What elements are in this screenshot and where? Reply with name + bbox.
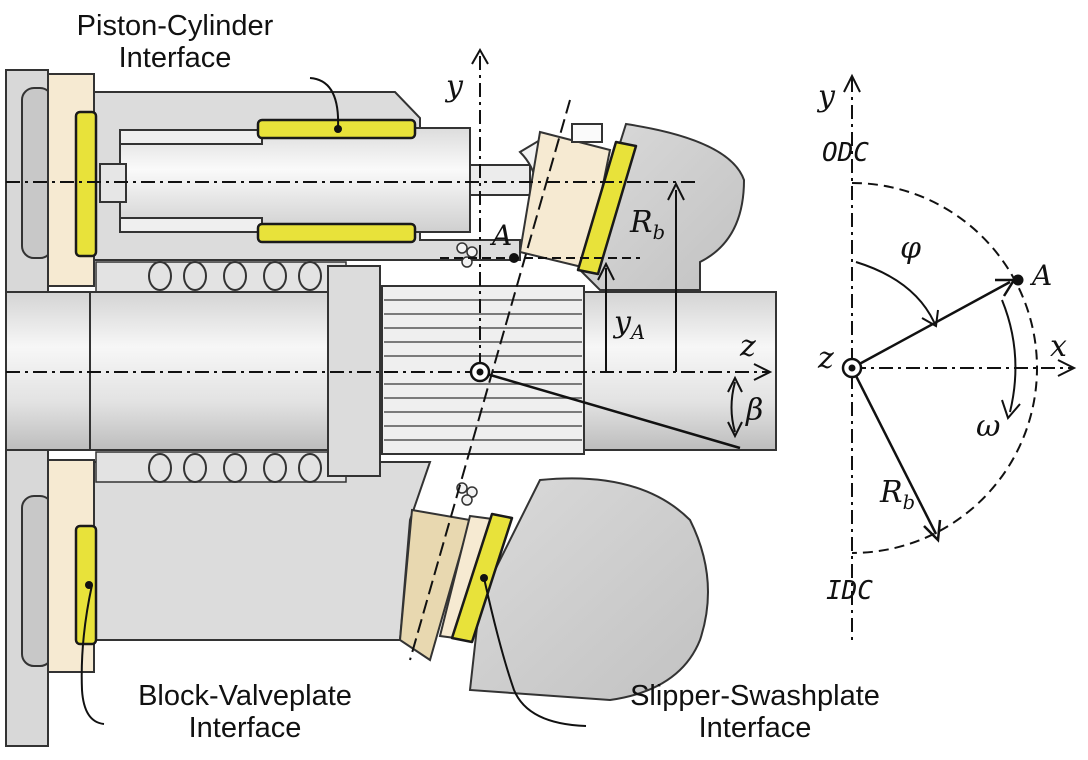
leader-dots — [85, 125, 488, 589]
rb-right-label: Rb — [880, 478, 915, 513]
omega-arc — [1001, 299, 1017, 413]
odc-label: ODC — [822, 138, 869, 168]
omega-arc-arrow — [1001, 399, 1021, 420]
spring-housing-lower — [95, 451, 347, 483]
piston-cylinder-interface-bottom — [256, 222, 417, 244]
vector-rb — [850, 367, 938, 535]
piston-cylinder-label-line1: Piston-Cylinder — [76, 10, 274, 42]
spline-teeth — [384, 299, 582, 441]
spring-housing-upper — [95, 261, 347, 293]
z-axis-arrow — [753, 363, 773, 381]
piston-cylinder-label: Piston-Cylinder Interface — [40, 10, 310, 74]
ya-symbol: y — [614, 305, 631, 340]
beta-arc — [730, 381, 736, 433]
slipper-swashplate-label: Slipper-Swashplate Interface — [590, 680, 920, 744]
beta-arc-top-arrow — [727, 375, 743, 393]
piston-cylinder-leader — [309, 77, 340, 129]
swash-axis — [409, 99, 571, 661]
leader-lines — [80, 77, 587, 727]
phi-label: φ — [900, 231, 922, 266]
rb-left-subscript: b — [652, 221, 666, 244]
axis-origin-left-dot — [476, 368, 484, 376]
rb-left-label: Rb — [630, 208, 665, 243]
y-axis-left-arrow — [471, 47, 489, 65]
vector-rb-arrow — [923, 519, 942, 543]
z-axis-right-label: z — [818, 341, 834, 376]
slipper-swashplate-label-line2: Interface — [698, 712, 812, 744]
ya-dimension-arrow — [597, 261, 615, 281]
slipper-swashplate-leader — [483, 577, 587, 727]
z-axis-label: z — [740, 329, 756, 364]
block-valveplate-leader — [80, 584, 105, 725]
point-a-left-label: A — [492, 219, 513, 252]
rb-right-symbol: R — [880, 475, 903, 510]
x-axis-right-label: x — [1050, 329, 1067, 364]
slipper-swashplate-interface-upper — [576, 140, 638, 276]
cylinder-block-lower — [93, 461, 432, 641]
point-a-right — [1012, 274, 1024, 286]
omega-label: ω — [976, 409, 1001, 444]
axis-origin-right-dot — [848, 364, 856, 372]
block-valveplate-interface-upper — [74, 110, 98, 258]
beta-arc-bottom-arrow — [727, 421, 743, 439]
piston — [119, 127, 471, 233]
block-valveplate-label-line2: Interface — [188, 712, 302, 744]
pump-cross-section — [5, 69, 777, 747]
idc-label: IDC — [826, 576, 873, 606]
left-axes — [6, 47, 773, 661]
spring-coils — [148, 261, 322, 483]
beta-label: β — [746, 393, 764, 428]
y-axis-right-arrow — [843, 73, 861, 93]
ya-subscript: A — [630, 321, 646, 344]
beta-line — [479, 370, 741, 450]
piston-cylinder-label-line2: Interface — [118, 42, 232, 74]
swashplate-lower — [468, 477, 709, 702]
shaft-shoulder — [327, 265, 381, 477]
rb-right-subscript: b — [902, 491, 916, 514]
x-axis-right-arrow — [1057, 359, 1077, 377]
rb-dimension-arrow — [667, 181, 685, 201]
rb-left-symbol: R — [630, 205, 653, 240]
kinematic-diagram — [843, 73, 1077, 640]
slipper-swashplate-label-line1: Slipper-Swashplate — [630, 680, 880, 712]
block-valveplate-label: Block-Valveplate Interface — [100, 680, 390, 744]
ya-label: yA — [614, 308, 645, 343]
block-valveplate-label-line1: Block-Valveplate — [138, 680, 352, 712]
y-axis-left-label: y — [446, 69, 463, 104]
y-axis-right-label: y — [818, 79, 835, 114]
vector-to-a — [851, 280, 1011, 370]
slipper-pocket — [571, 123, 603, 143]
point-a-left — [509, 253, 519, 263]
phi-arc — [855, 261, 935, 323]
phi-arc-arrow — [921, 309, 939, 328]
point-a-right-label: A — [1032, 259, 1053, 292]
bore-circle — [851, 182, 1038, 554]
